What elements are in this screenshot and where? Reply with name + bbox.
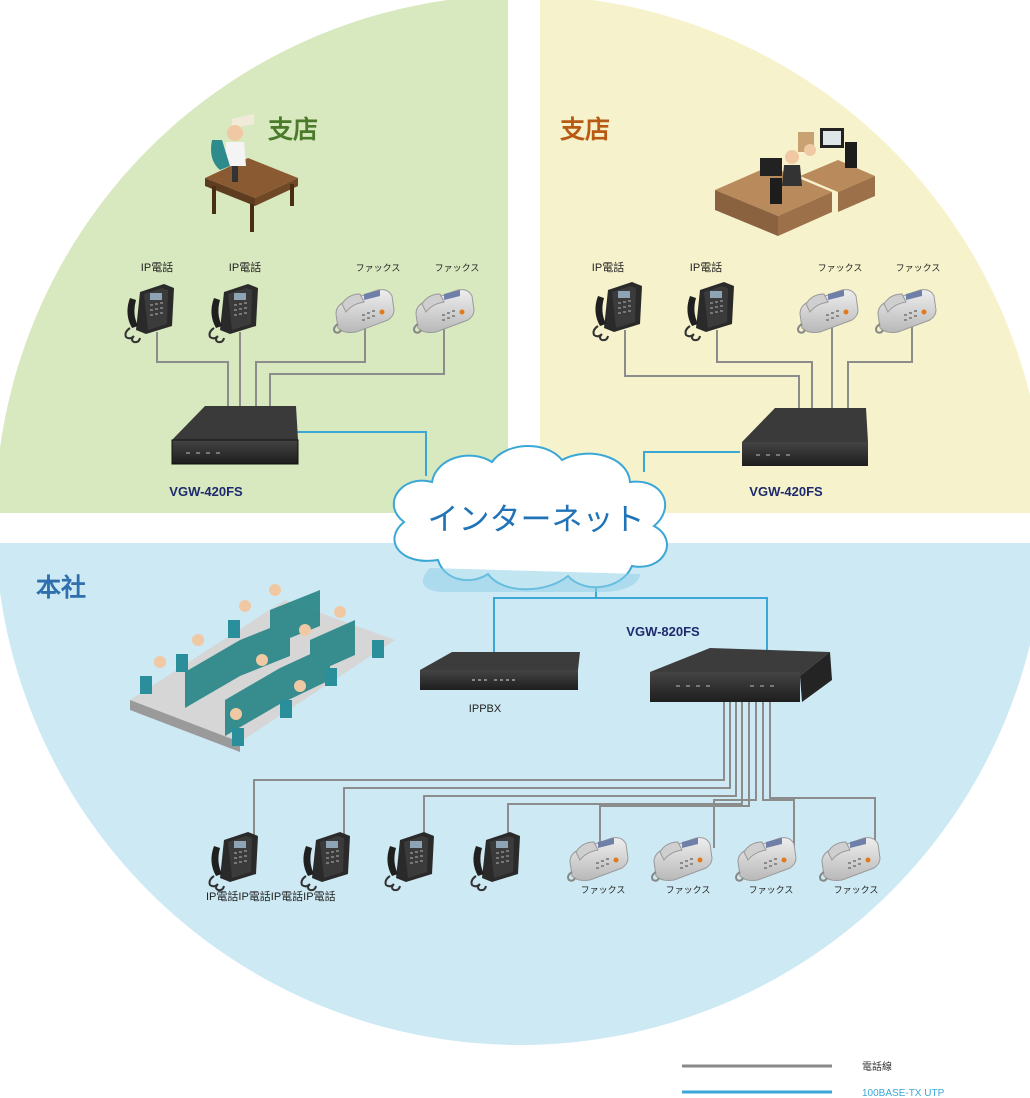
gateway-hq-label: VGW-820FS xyxy=(626,624,700,639)
endpoint-label: IP電話 xyxy=(141,260,173,274)
endpoint-label: ファックス xyxy=(749,885,794,895)
ippbx-device xyxy=(420,652,580,690)
legend-utp-label: 100BASE-TX UTP xyxy=(862,1088,945,1098)
headquarters-title: 本社 xyxy=(36,573,86,602)
gateway-hq-device xyxy=(650,648,832,702)
endpoint-label: ファックス xyxy=(896,263,941,273)
branch-left-office-illustration xyxy=(205,114,298,232)
branch-right-office-illustration xyxy=(715,128,875,236)
endpoint-label: IP電話 xyxy=(592,260,624,274)
headquarters-office-illustration xyxy=(130,584,395,752)
endpoint-label: ファックス xyxy=(356,263,401,273)
legend: 電話線 100BASE-TX UTP xyxy=(682,1060,945,1098)
branch-left-title: 支店 xyxy=(268,116,318,144)
phone-lines xyxy=(156,318,913,850)
endpoint-label: IP電話 xyxy=(229,260,261,274)
endpoint-label: ファックス xyxy=(435,263,480,273)
gateway-right-label: VGW-420FS xyxy=(749,484,823,499)
gateway-left-device xyxy=(171,406,299,465)
legend-phone-line-label: 電話線 xyxy=(862,1060,892,1073)
utp-lines xyxy=(296,431,768,654)
hq-phones-label: IP電話IP電話IP電話IP電話 xyxy=(206,889,336,903)
endpoint-label: ファックス xyxy=(581,885,626,895)
endpoint-label: ファックス xyxy=(818,263,863,273)
internet-label: インターネット xyxy=(428,502,645,537)
endpoint-label: IP電話 xyxy=(690,260,722,274)
gateway-right-device xyxy=(742,408,868,466)
gateway-left-label: VGW-420FS xyxy=(169,484,243,499)
endpoint-label: ファックス xyxy=(834,885,879,895)
ippbx-label: IPPBX xyxy=(469,703,502,715)
branch-right-title: 支店 xyxy=(560,116,610,144)
internet-cloud xyxy=(392,445,668,592)
endpoint-label: ファックス xyxy=(666,885,711,895)
